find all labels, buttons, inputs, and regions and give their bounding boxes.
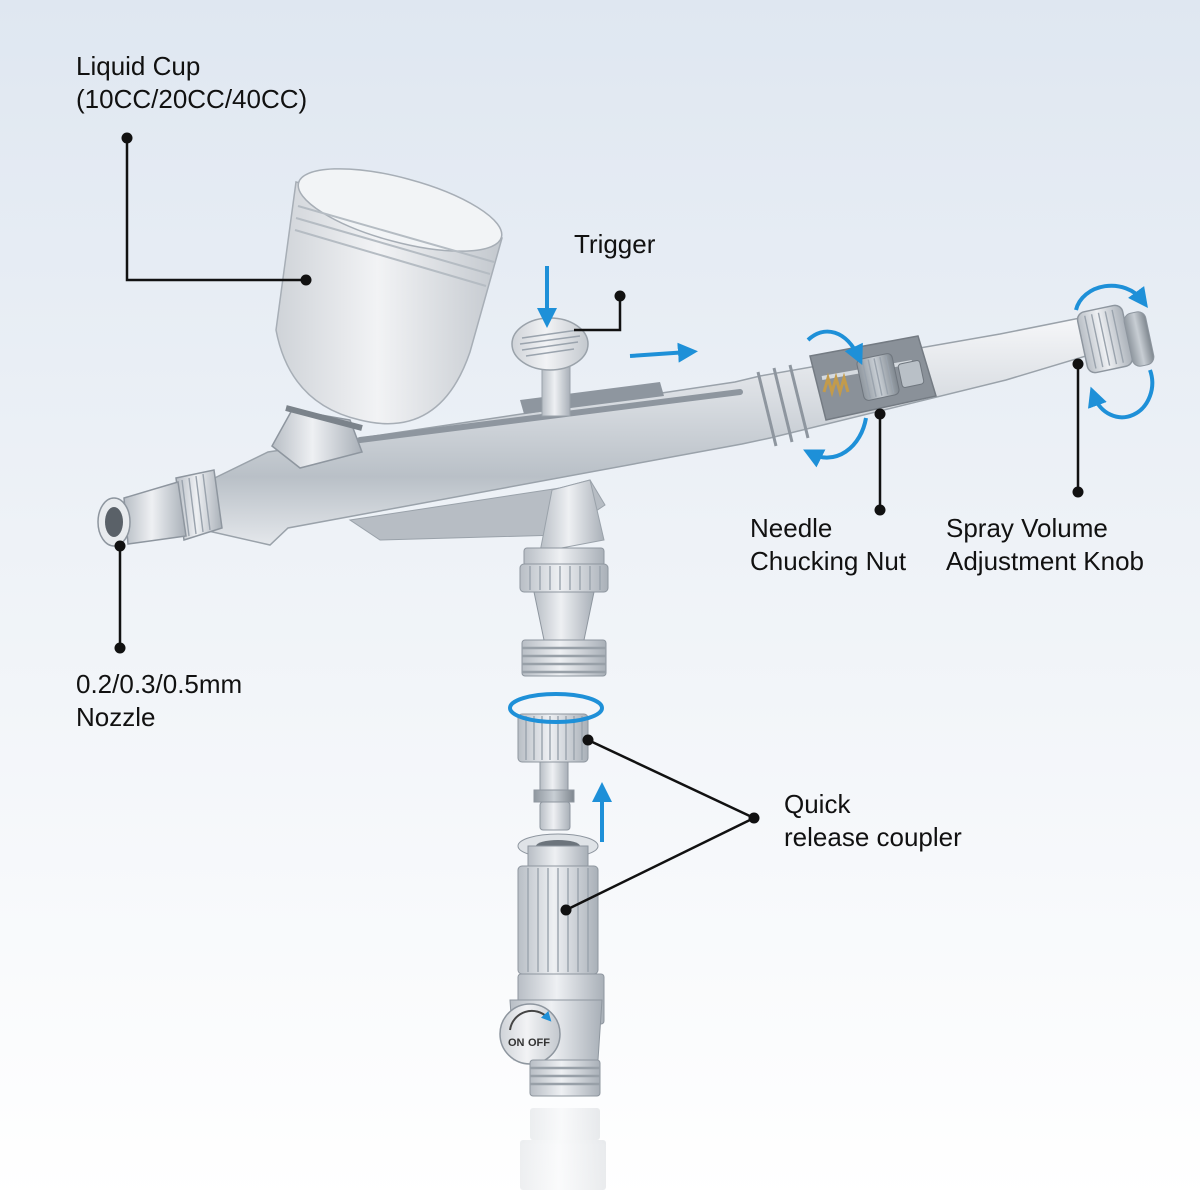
liquid-cup-label: Liquid Cup (10CC/20CC/40CC) bbox=[76, 51, 308, 114]
nozzle-label: 0.2/0.3/0.5mm Nozzle bbox=[76, 669, 243, 732]
leader-trigger bbox=[574, 296, 622, 332]
nozzle bbox=[97, 469, 223, 547]
callout-leaders bbox=[118, 138, 1080, 912]
reflection bbox=[520, 1108, 606, 1190]
trigger-knurling bbox=[519, 329, 581, 357]
spray-volume-knob bbox=[1076, 304, 1155, 374]
knob-rotate-arrow-lower bbox=[1088, 369, 1155, 420]
leader-liquid-cup bbox=[125, 138, 306, 282]
valve-off-marking: OFF bbox=[528, 1037, 550, 1049]
liquid-cup bbox=[271, 168, 503, 469]
knob-rotate-arrow bbox=[1074, 283, 1148, 311]
barrel-rings bbox=[756, 364, 810, 447]
leader-coupler-nut bbox=[587, 738, 755, 820]
coupler-body bbox=[517, 833, 605, 1025]
chuck-rotate-arrow-lower bbox=[803, 417, 868, 468]
trigger-label: Trigger bbox=[574, 229, 656, 259]
needle-spring bbox=[822, 372, 850, 398]
spray-volume-knob-label: Spray Volume Adjustment Knob bbox=[946, 513, 1145, 576]
air-inlet bbox=[519, 479, 609, 677]
needle-chucking-nut-label: Needle Chucking Nut bbox=[750, 513, 907, 576]
cutaway-window bbox=[809, 335, 937, 421]
trigger-assembly bbox=[511, 317, 664, 417]
valve-on-marking: ON bbox=[508, 1037, 525, 1049]
on-off-valve: ON OFF bbox=[499, 999, 603, 1097]
chuck-rotate-arrow bbox=[806, 329, 863, 366]
motion-arrows bbox=[508, 266, 1155, 842]
coupler-nut bbox=[517, 713, 589, 831]
nut-rotate-arrow bbox=[508, 692, 604, 724]
leader-coupler-body bbox=[565, 816, 755, 912]
trigger-pull-arrow bbox=[629, 342, 698, 363]
quick-release-coupler-label: Quick release coupler bbox=[784, 789, 962, 852]
callout-dots bbox=[114, 132, 1084, 916]
